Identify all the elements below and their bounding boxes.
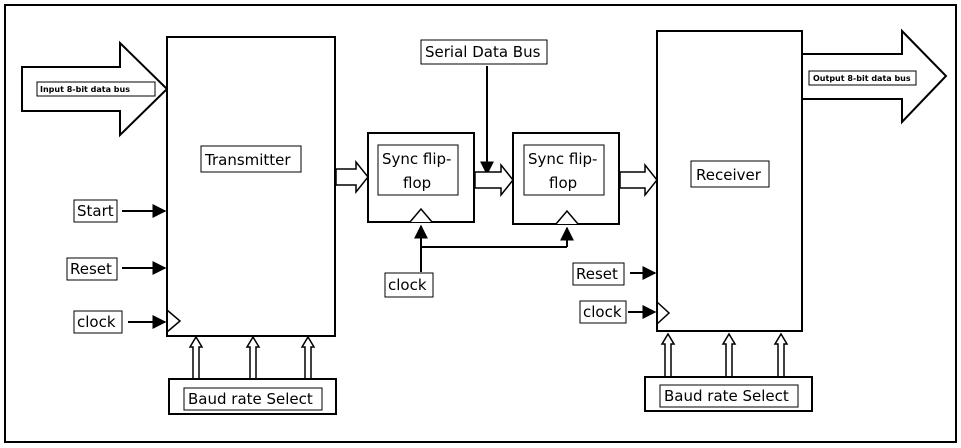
rx-baud-arrow-2 xyxy=(721,332,737,378)
tx-reset-label-box xyxy=(66,257,118,281)
sync1-to-sync2-arrow xyxy=(474,162,514,198)
rx-clock-label: clock xyxy=(583,303,622,321)
receiver-label: Receiver xyxy=(696,166,762,184)
serial-bus-label-box xyxy=(420,39,548,65)
tx-reset-label: Reset xyxy=(70,260,112,278)
tx-baud-label: Baud rate Select xyxy=(188,390,313,408)
serial-bus-label: Serial Data Bus xyxy=(425,43,541,61)
sync-clock-label-box xyxy=(384,272,434,298)
sync-ff-1-label-line2: flop xyxy=(403,174,431,192)
rx-reset-label: Reset xyxy=(576,265,618,283)
tx-baud-arrow-3 xyxy=(300,335,316,380)
receiver-clock-triangle xyxy=(656,301,671,325)
tx-start-label: Start xyxy=(77,202,114,220)
sync-ff-2-label-box xyxy=(523,144,605,196)
rx-baud-label-box xyxy=(659,384,799,408)
transmitter-clock-triangle xyxy=(166,309,182,333)
sync-ff-1-clock-triangle xyxy=(409,207,433,223)
tx-baud-label-box xyxy=(183,387,323,411)
sync-ff-1-label-box xyxy=(377,144,459,196)
rx-baud-arrow-1 xyxy=(660,332,676,378)
receiver-label-box xyxy=(690,160,770,188)
tx-clock-label-box xyxy=(73,310,123,334)
sync-ff-1-label-line1: Sync flip- xyxy=(382,150,451,168)
tx-clock-label: clock xyxy=(77,313,116,331)
output-bus-label-box xyxy=(808,70,917,86)
transmitter-block xyxy=(166,36,336,337)
rx-baud-arrow-3 xyxy=(773,332,789,378)
input-bus-label: Input 8-bit data bus xyxy=(40,85,130,94)
tx-start-label-box xyxy=(73,199,118,223)
rx-baud-label: Baud rate Select xyxy=(664,387,789,405)
tx-baud-arrow-2 xyxy=(245,335,261,380)
rx-reset-label-box xyxy=(572,262,625,286)
diagram-frame xyxy=(4,4,957,443)
sync2-to-rx-arrow xyxy=(619,162,658,198)
input-bus-label-box xyxy=(36,81,156,97)
transmitter-label: Transmitter xyxy=(204,151,291,169)
sync-ff-2-label-line1: Sync flip- xyxy=(528,150,597,168)
transmitter-label-box xyxy=(200,145,302,173)
sync-ff-2-label-line2: flop xyxy=(549,174,577,192)
tx-baud-arrow-1 xyxy=(188,335,204,380)
output-bus-label: Output 8-bit data bus xyxy=(813,74,911,83)
rx-clock-label-box xyxy=(579,300,627,324)
sync-clock-label: clock xyxy=(388,276,427,294)
tx-to-sync1-arrow xyxy=(335,159,369,195)
sync-ff-2-clock-triangle xyxy=(555,209,579,225)
